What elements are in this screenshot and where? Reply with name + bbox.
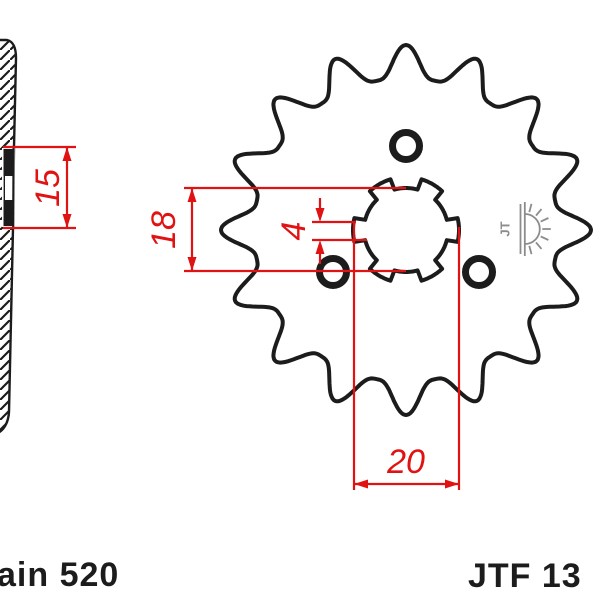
side-view-body	[0, 38, 18, 434]
dim20-arrow-left	[354, 479, 368, 489]
bolt-hole-right	[462, 255, 496, 289]
chain-size-label: ain 520	[0, 556, 119, 594]
side-view-spline-block-top	[3, 149, 14, 176]
dim15-arrow-up	[62, 147, 72, 161]
logo-sun-rays	[528, 203, 551, 255]
dim15-arrow-down	[62, 214, 72, 228]
logo-ray	[540, 235, 549, 241]
jt-logo: JT	[498, 202, 551, 256]
part-number-label: JTF 13	[468, 557, 582, 595]
dimension-18: 18	[145, 186, 406, 273]
dim4-arrow-up	[315, 240, 325, 254]
dim4-arrow-down	[315, 208, 325, 222]
dim18-arrow-up	[187, 188, 197, 202]
dim20-label: 20	[386, 443, 425, 481]
bolt-hole-top	[389, 129, 423, 163]
dimension-4: 4	[275, 198, 367, 264]
dim15-label: 15	[29, 169, 67, 207]
logo-ray	[535, 241, 543, 250]
logo-sun-arc	[524, 213, 541, 245]
dim18-label: 18	[145, 211, 183, 249]
logo-jt-text: JT	[498, 221, 513, 236]
dim20-arrow-right	[445, 479, 459, 489]
dimensions: 15 18 4 20	[3, 145, 461, 490]
dim18-arrow-down	[187, 257, 197, 271]
dim4-label: 4	[275, 222, 313, 241]
logo-ray	[535, 208, 543, 217]
logo-ray	[540, 217, 549, 223]
front-view	[219, 43, 593, 417]
logo-ray	[528, 203, 533, 213]
dimension-20: 20	[352, 222, 461, 490]
side-view	[0, 38, 18, 434]
dimension-15: 15	[3, 145, 76, 230]
logo-ray	[528, 245, 533, 255]
side-view-spline-block-bottom	[3, 200, 14, 226]
